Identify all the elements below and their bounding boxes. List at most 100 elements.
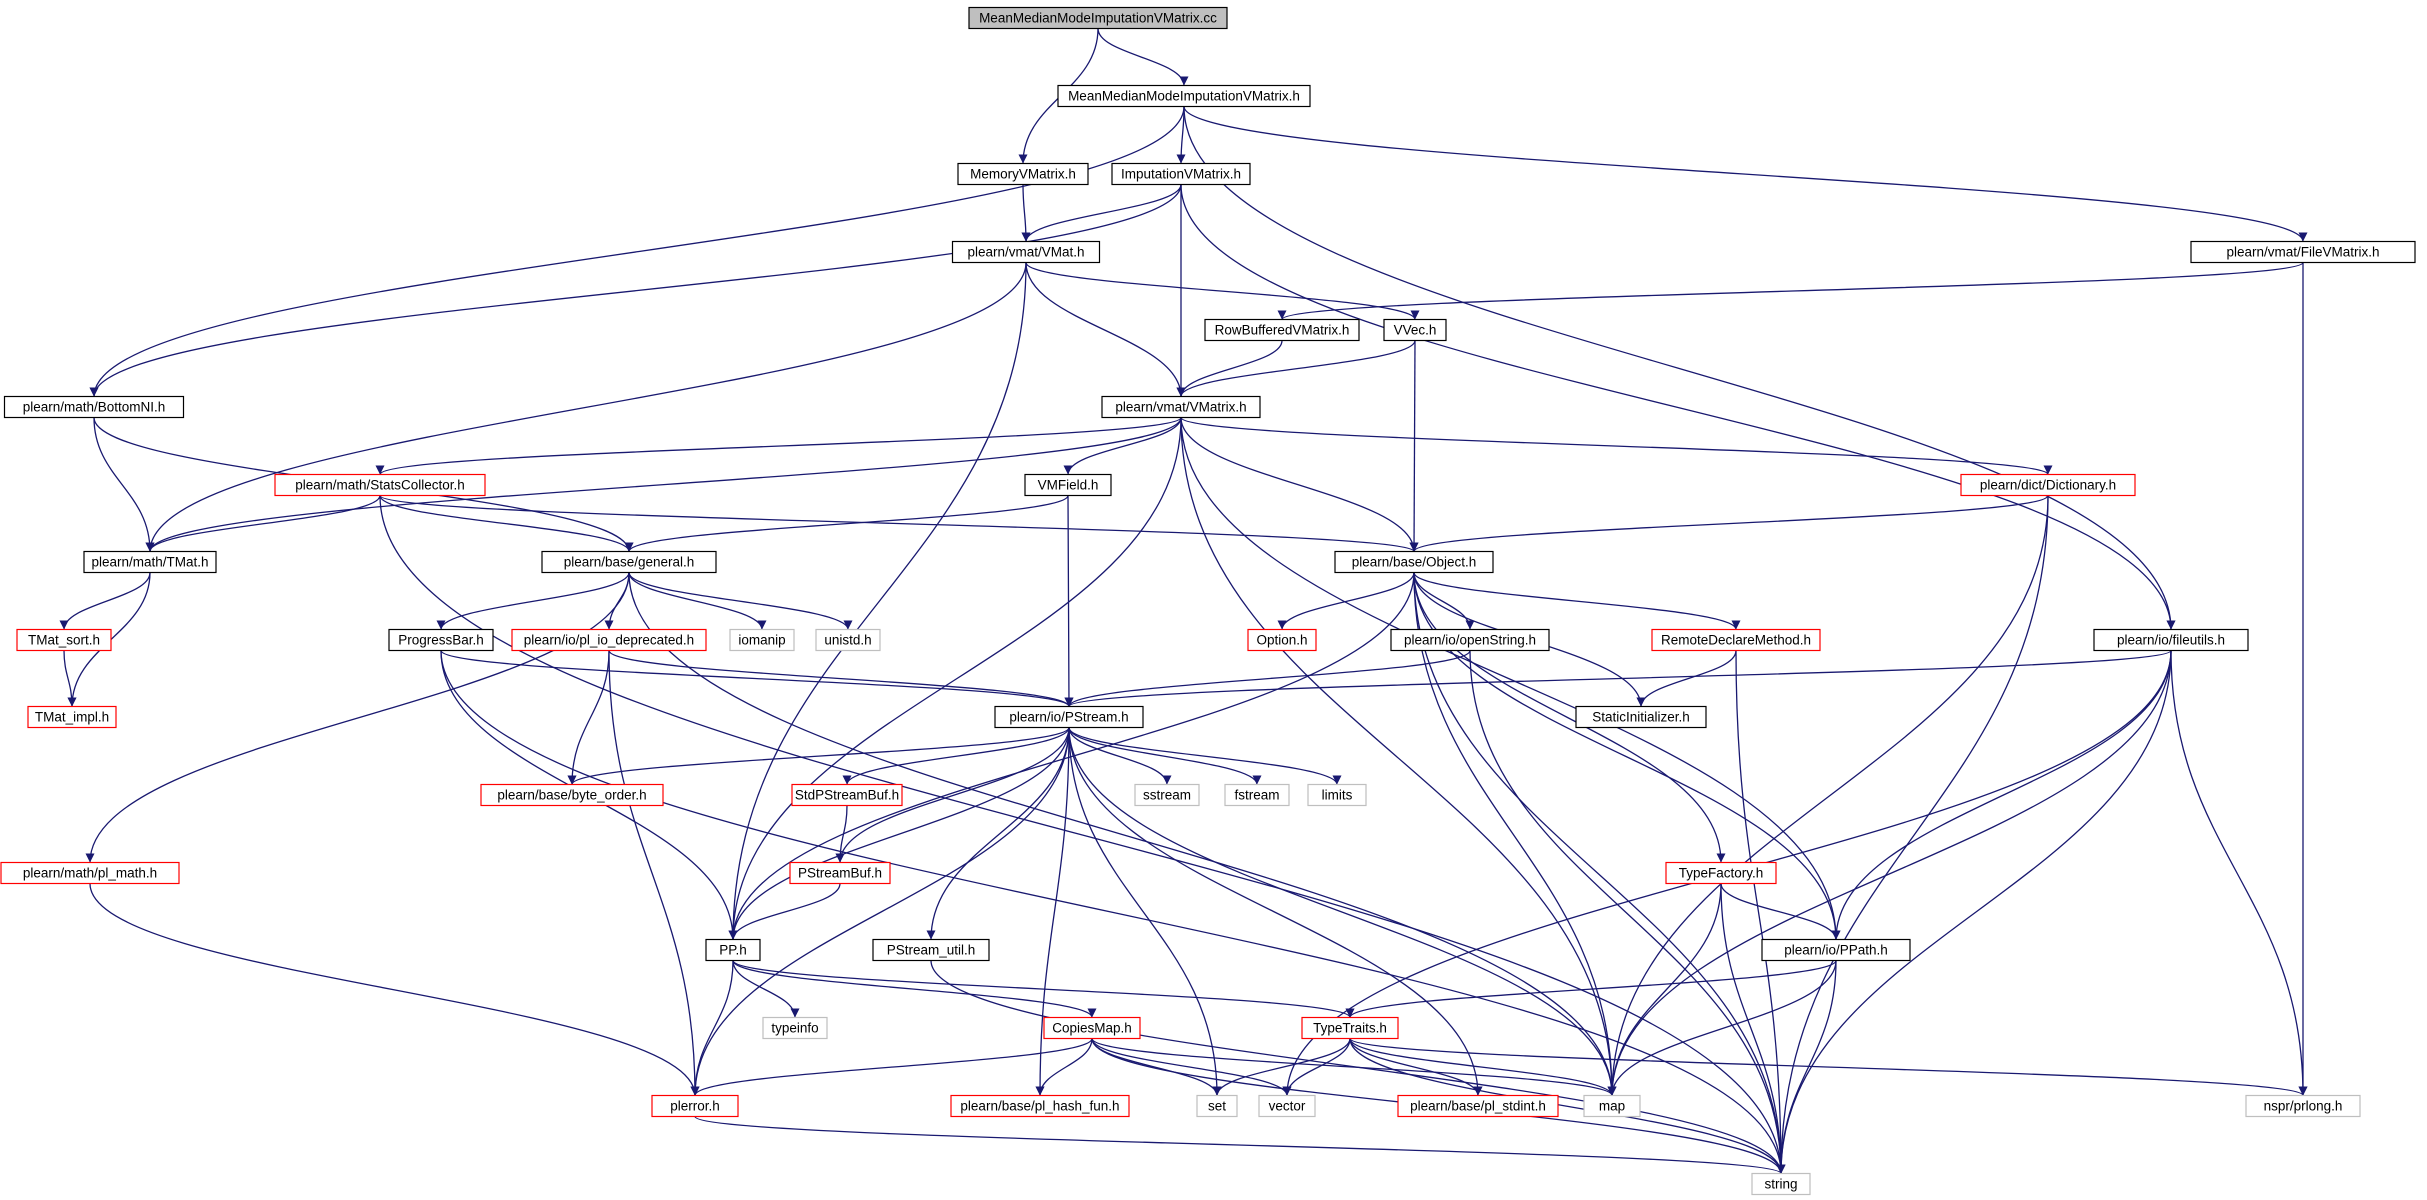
node-openstring[interactable]: plearn/io/openString.h xyxy=(1390,628,1550,652)
node-ppath[interactable]: plearn/io/PPath.h xyxy=(1761,938,1911,962)
node-label: plearn/base/byte_order.h xyxy=(497,788,646,803)
node-rowbuffered[interactable]: RowBufferedVMatrix.h xyxy=(1204,318,1360,342)
node-pp[interactable]: PP.h xyxy=(705,938,761,962)
node-staticinit[interactable]: StaticInitializer.h xyxy=(1575,705,1707,729)
edge-tmat_sort-to-tmat_impl xyxy=(63,650,77,707)
node-box xyxy=(27,705,117,729)
edge-object-to-string xyxy=(1413,572,1786,1174)
node-box xyxy=(1397,1094,1559,1118)
node-label: plearn/math/StatsCollector.h xyxy=(295,478,465,493)
node-box xyxy=(1960,473,2136,497)
node-imputation_vmatrix[interactable]: ImputationVMatrix.h xyxy=(1111,162,1251,186)
node-object[interactable]: plearn/base/Object.h xyxy=(1334,550,1494,574)
node-pstream[interactable]: plearn/io/PStream.h xyxy=(994,705,1144,729)
node-bottomni[interactable]: plearn/math/BottomNI.h xyxy=(3,395,185,419)
edge-vmfield-to-general xyxy=(624,494,1069,553)
node-label: plearn/base/general.h xyxy=(564,555,695,570)
node-label: map xyxy=(1599,1099,1625,1114)
edge-vvec-to-object xyxy=(1409,340,1419,552)
node-sstream[interactable]: sstream xyxy=(1134,783,1200,807)
node-fileutils[interactable]: plearn/io/fileutils.h xyxy=(2093,628,2249,652)
edge-pstream-to-pl_stdint xyxy=(1068,727,1483,1096)
edge-mmmi_h-to-bottomni xyxy=(89,106,1185,397)
node-iomanip[interactable]: iomanip xyxy=(729,628,795,652)
node-box xyxy=(274,473,486,497)
node-typefactory[interactable]: TypeFactory.h xyxy=(1665,861,1777,885)
node-box xyxy=(1751,1172,1811,1196)
node-copiesmap[interactable]: CopiesMap.h xyxy=(1043,1016,1141,1040)
node-vmfield[interactable]: VMField.h xyxy=(1024,473,1112,497)
edge-ppath-to-map xyxy=(1607,960,1837,1096)
node-general[interactable]: plearn/base/general.h xyxy=(541,550,717,574)
node-option[interactable]: Option.h xyxy=(1247,628,1317,652)
node-pstreambuf[interactable]: PStreamBuf.h xyxy=(789,861,891,885)
node-typeinfo[interactable]: typeinfo xyxy=(762,1016,828,1040)
node-tmat_sort[interactable]: TMat_sort.h xyxy=(16,628,112,652)
node-box xyxy=(1196,1094,1238,1118)
edge-fileutils-to-nspr_prlong xyxy=(2170,650,2308,1096)
node-pl_math[interactable]: plearn/math/pl_math.h xyxy=(0,861,180,885)
node-stdpstreambuf[interactable]: StdPStreamBuf.h xyxy=(791,783,903,807)
node-unistd[interactable]: unistd.h xyxy=(815,628,881,652)
node-tmat[interactable]: plearn/math/TMat.h xyxy=(83,550,217,574)
node-vvec[interactable]: VVec.h xyxy=(1383,318,1447,342)
node-pl_stdint[interactable]: plearn/base/pl_stdint.h xyxy=(1397,1094,1559,1118)
edge-fileutils-to-map xyxy=(1607,650,2172,1096)
node-label: RowBufferedVMatrix.h xyxy=(1215,323,1350,338)
node-label: plearn/math/TMat.h xyxy=(91,555,208,570)
edge-copiesmap-to-pl_hash_fun xyxy=(1035,1038,1093,1096)
edge-object-to-option xyxy=(1277,572,1415,630)
node-file_vmatrix[interactable]: plearn/vmat/FileVMatrix.h xyxy=(2190,240,2416,264)
edge-pstreambuf-to-pp xyxy=(728,883,841,940)
edge-object-to-remotedeclare xyxy=(1413,572,1741,630)
node-byte_order[interactable]: plearn/base/byte_order.h xyxy=(480,783,664,807)
node-box xyxy=(1057,84,1311,108)
node-box xyxy=(1301,1016,1399,1040)
node-box xyxy=(951,240,1101,264)
edge-pp-to-plerror xyxy=(690,960,734,1096)
node-label: limits xyxy=(1322,788,1353,803)
node-label: iomanip xyxy=(738,633,785,648)
node-plerror[interactable]: plerror.h xyxy=(651,1094,739,1118)
node-mmmi_cc[interactable]: MeanMedianModeImputationVMatrix.cc xyxy=(968,6,1228,30)
node-map[interactable]: map xyxy=(1583,1094,1641,1118)
node-fstream[interactable]: fstream xyxy=(1224,783,1290,807)
node-box xyxy=(729,628,795,652)
node-label: plearn/io/fileutils.h xyxy=(2117,633,2225,648)
node-string[interactable]: string xyxy=(1751,1172,1811,1196)
node-vector[interactable]: vector xyxy=(1258,1094,1316,1118)
node-vmatrix_h[interactable]: plearn/vmat/VMatrix.h xyxy=(1101,395,1261,419)
edge-pstream-to-sstream xyxy=(1068,727,1172,785)
edge-copiesmap-to-set xyxy=(1091,1038,1222,1096)
node-set[interactable]: set xyxy=(1196,1094,1238,1118)
node-box xyxy=(0,861,180,885)
node-limits[interactable]: limits xyxy=(1307,783,1367,807)
edge-pp-to-typeinfo xyxy=(732,960,800,1018)
node-mmmi_h[interactable]: MeanMedianModeImputationVMatrix.h xyxy=(1057,84,1311,108)
node-label: TMat_sort.h xyxy=(28,633,100,648)
node-pl_hash_fun[interactable]: plearn/base/pl_hash_fun.h xyxy=(950,1094,1130,1118)
node-remotedeclare[interactable]: RemoteDeclareMethod.h xyxy=(1651,628,1821,652)
node-vmat_h[interactable]: plearn/vmat/VMat.h xyxy=(951,240,1101,264)
node-box xyxy=(1307,783,1367,807)
node-memory_vmatrix[interactable]: MemoryVMatrix.h xyxy=(957,162,1089,186)
node-box xyxy=(1024,473,1112,497)
node-progressbar[interactable]: ProgressBar.h xyxy=(388,628,494,652)
node-label: plearn/io/openString.h xyxy=(1404,633,1536,648)
node-dictionary[interactable]: plearn/dict/Dictionary.h xyxy=(1960,473,2136,497)
edge-pstream-to-limits xyxy=(1068,727,1342,785)
node-pstream_util[interactable]: PStream_util.h xyxy=(872,938,990,962)
node-label: StaticInitializer.h xyxy=(1592,710,1690,725)
node-statscollector[interactable]: plearn/math/StatsCollector.h xyxy=(274,473,486,497)
node-box xyxy=(1224,783,1290,807)
edge-mmmi_h-to-fileutils xyxy=(1183,106,2176,630)
edge-object-to-openstring xyxy=(1413,572,1475,630)
node-pl_io_deprecated[interactable]: plearn/io/pl_io_deprecated.h xyxy=(511,628,707,652)
edge-pl_io_deprecated-to-plerror xyxy=(608,650,700,1096)
node-tmat_impl[interactable]: TMat_impl.h xyxy=(27,705,117,729)
edge-openstring-to-pstream xyxy=(1064,650,1471,707)
node-typetraits[interactable]: TypeTraits.h xyxy=(1301,1016,1399,1040)
edge-statscollector-to-string xyxy=(379,495,1786,1174)
node-label: plearn/base/pl_hash_fun.h xyxy=(960,1099,1119,1114)
node-nspr_prlong[interactable]: nspr/prlong.h xyxy=(2245,1094,2361,1118)
